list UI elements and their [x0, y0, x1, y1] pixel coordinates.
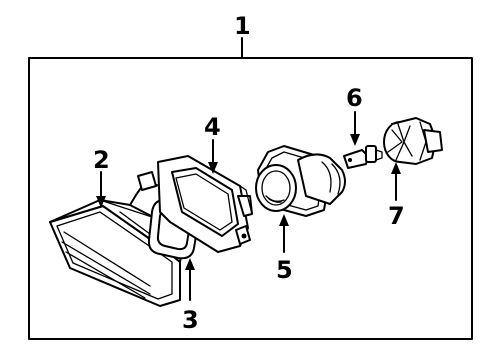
callout-6: 6 — [346, 84, 363, 112]
callout-5: 5 — [276, 256, 293, 284]
arrow-5 — [279, 214, 289, 226]
lamp-reflector-unit — [255, 145, 346, 217]
arrow-4 — [208, 162, 218, 174]
mounting-bracket — [157, 155, 253, 253]
arrow-7 — [391, 162, 401, 174]
callout-2: 2 — [93, 146, 110, 174]
callout-3: 3 — [182, 306, 199, 334]
bulb — [343, 145, 383, 169]
callout-4: 4 — [204, 113, 221, 141]
arrow-6 — [350, 134, 360, 146]
callout-7: 7 — [388, 202, 405, 230]
diagram-frame — [28, 57, 473, 340]
arrow-2 — [96, 196, 106, 208]
callout-1: 1 — [234, 12, 251, 40]
bulb-socket — [383, 117, 443, 165]
arrow-3 — [185, 258, 195, 270]
